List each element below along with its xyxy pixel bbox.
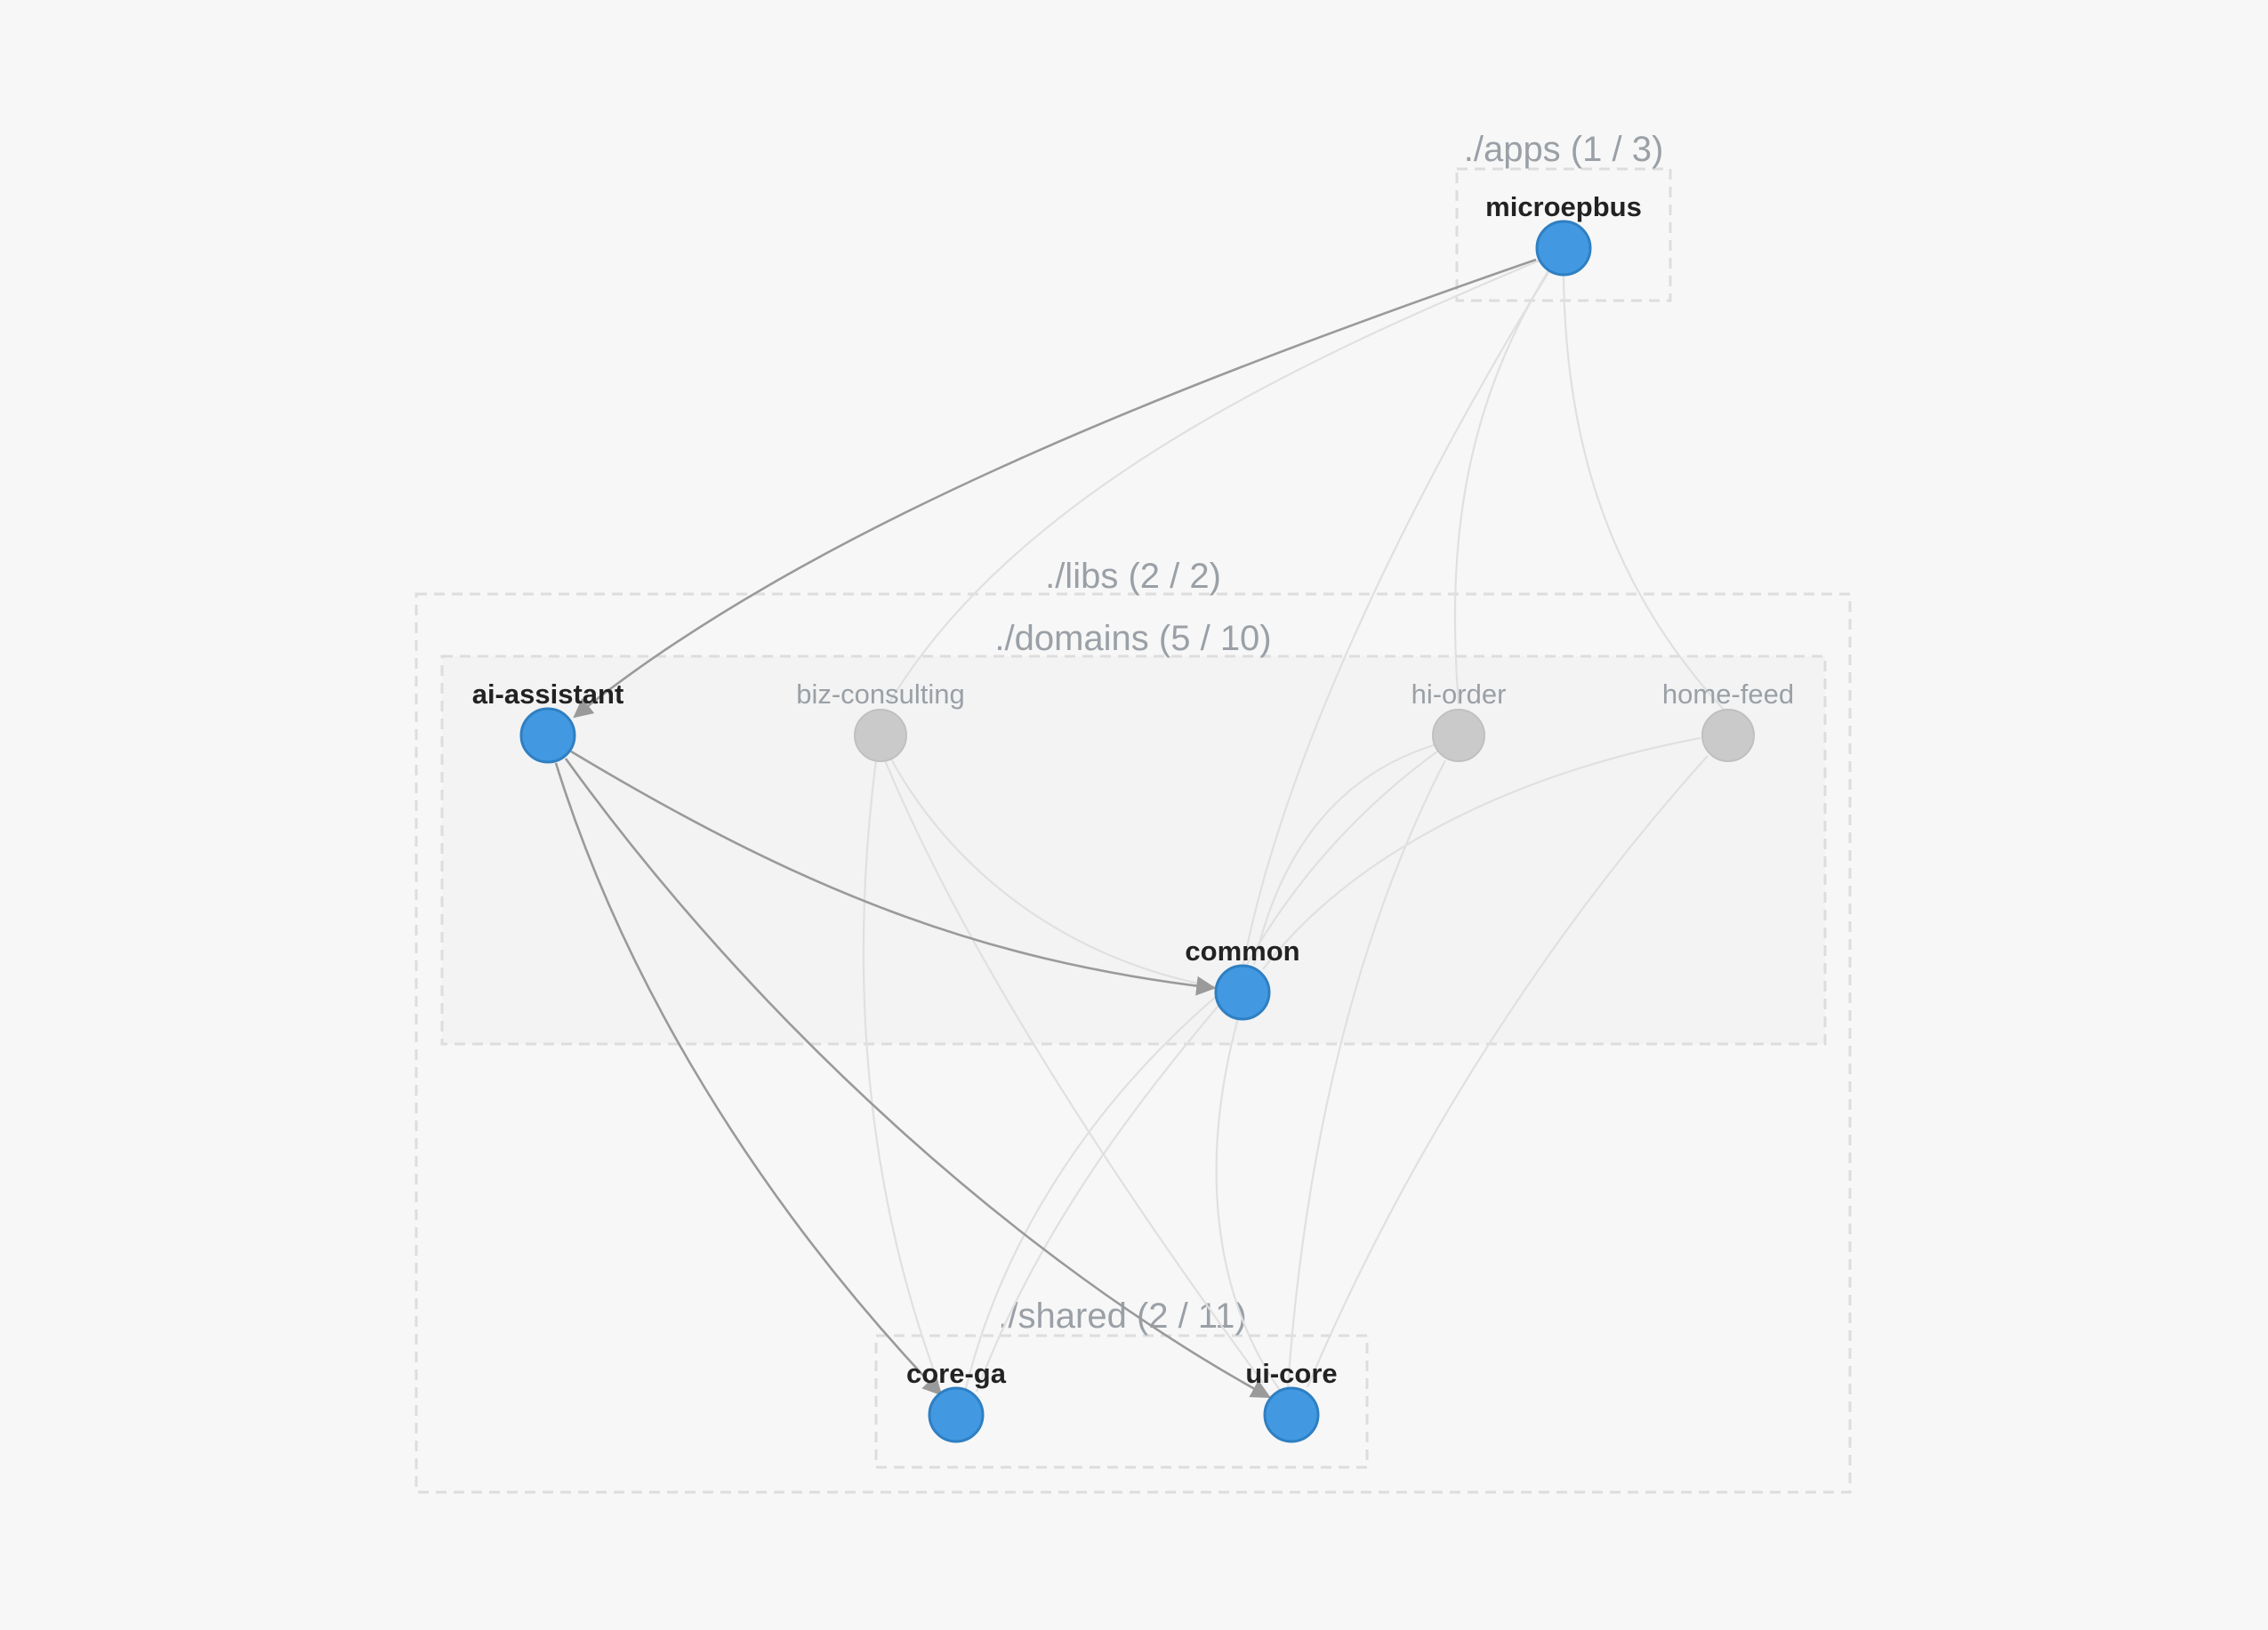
edge-microepbus-biz-consulting [889,255,1548,703]
group-box-domains [440,654,1827,1046]
node-label-ai-assistant: ai-assistant [472,678,624,710]
node-dot-home-feed [1701,709,1755,762]
node-common[interactable]: common [1185,935,1300,1021]
node-label-core-ga: core-ga [906,1358,1007,1389]
edge-biz-consulting-ui-core [883,759,1264,1384]
edge-hi-order-common [1252,743,1435,966]
edge-ai-assistant-common [570,750,1217,996]
edge-hi-order-common-b [1244,748,1442,968]
node-label-ui-core: ui-core [1245,1358,1337,1389]
edge-common-core-ga [963,995,1218,1393]
edge-microepbus-ai-assistant [573,258,1537,719]
node-dot-core-ga [928,1386,985,1443]
edge-microepbus-home-feed [1562,275,1726,712]
group-label-libs: ./libs (2 / 2) [1045,557,1221,596]
node-label-hi-order: hi-order [1411,678,1507,710]
group-box-shared [874,1334,1369,1469]
edge-common-core-ga-b [975,1000,1224,1393]
node-core-ga[interactable]: core-ga [906,1358,1007,1443]
node-dot-common [1214,964,1271,1021]
node-ui-core[interactable]: ui-core [1245,1358,1338,1443]
node-dot-hi-order [1432,709,1485,762]
group-box-libs [414,592,1852,1494]
edge-microepbus-hi-order [1453,262,1554,705]
edge-biz-consulting-common [889,755,1218,989]
edge-home-feed-ui-core [1306,755,1709,1388]
edges-active [554,258,1537,1399]
node-label-home-feed: home-feed [1662,678,1794,710]
edge-ai-assistant-core-ga [554,762,943,1396]
node-label-common: common [1185,935,1299,967]
edge-ai-assistant-ui-core [564,758,1271,1399]
edge-hi-order-ui-core [1286,759,1446,1388]
group-label-domains: ./domains (5 / 10) [994,619,1271,658]
group-label-shared: ./shared (2 / 11) [998,1297,1246,1336]
group-label-apps: ./apps (1 / 3) [1464,130,1664,169]
edge-microepbus-common [1242,261,1556,965]
node-home-feed[interactable]: home-feed [1662,678,1794,762]
node-biz-consulting[interactable]: biz-consulting [796,678,965,762]
edges-dim [862,255,1726,1393]
node-label-biz-consulting: biz-consulting [796,678,965,710]
node-dot-microepbus [1535,220,1592,277]
edge-home-feed-common [1262,736,1701,970]
node-dot-biz-consulting [854,709,907,762]
node-microepbus[interactable]: microepbus [1485,191,1642,277]
node-ai-assistant[interactable]: ai-assistant [472,678,624,764]
node-dot-ui-core [1263,1386,1320,1443]
edge-biz-consulting-core-ga [862,759,940,1384]
node-dot-ai-assistant [519,707,576,764]
node-hi-order[interactable]: hi-order [1411,678,1507,762]
edge-common-ui-core [1215,1017,1282,1393]
node-label-microepbus: microepbus [1485,191,1642,222]
